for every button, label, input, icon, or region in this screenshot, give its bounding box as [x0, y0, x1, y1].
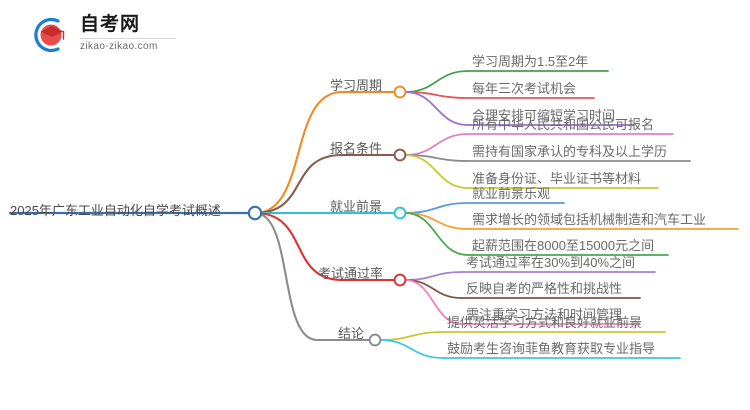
branch-node-0[interactable]	[393, 85, 407, 99]
leaf-edge-3-1	[404, 279, 463, 299]
mindmap-edges	[8, 70, 739, 359]
brand-name-cn: 自考网	[80, 14, 141, 35]
branch-node-2[interactable]	[393, 206, 407, 220]
brand-url: zikao-zikao.com	[80, 41, 158, 52]
branch-node-4[interactable]	[368, 333, 382, 347]
leaf-label-0-0[interactable]: 学习周期为1.5至2年	[472, 54, 589, 69]
leaf-label-2-2[interactable]: 起薪范围在8000至15000元之间	[472, 238, 655, 253]
leaf-label-1-2[interactable]: 准备身份证、毕业证书等材料	[472, 171, 642, 186]
root-node-label[interactable]: 2025年广东工业自动化自学考试概述	[10, 203, 221, 218]
graduation-cap-in-circle-icon	[28, 14, 70, 56]
site-logo[interactable]: 自考网 zikao-zikao.com	[28, 12, 188, 58]
mindmap-nodes	[247, 85, 407, 347]
leaf-label-3-1[interactable]: 反映自考的严格性和挑战性	[466, 281, 623, 296]
branch-label-1[interactable]: 报名条件	[330, 141, 383, 156]
branch-edge-1	[253, 153, 344, 215]
branch-edge-4	[253, 211, 319, 342]
leaf-label-2-0[interactable]: 就业前景乐观	[472, 186, 551, 201]
branch-node-1[interactable]	[393, 148, 407, 162]
leaf-label-3-0[interactable]: 考试通过率在30%到40%之间	[466, 255, 636, 270]
leaf-edge-3-2	[404, 279, 463, 325]
branch-edge-3	[253, 211, 344, 282]
branch-label-2[interactable]: 就业前景	[330, 199, 383, 214]
leaf-label-3-2[interactable]: 需注重学习方法和时间管理	[466, 307, 623, 322]
leaf-edge-4-0	[379, 331, 444, 341]
leaf-edge-2-2	[404, 212, 469, 256]
leaf-label-4-1[interactable]: 鼓励考生咨询菲鱼教育获取专业指导	[447, 341, 656, 356]
leaf-edge-4-1	[379, 339, 444, 359]
brand-divider	[80, 38, 176, 39]
leaf-edge-0-0	[404, 70, 469, 93]
leaf-edge-1-2	[404, 154, 469, 189]
branch-label-4[interactable]: 结论	[338, 326, 365, 341]
branch-label-3[interactable]: 考试通过率	[318, 266, 384, 281]
leaf-label-4-0[interactable]: 提供灵活学习方式和良好就业前景	[447, 315, 643, 330]
leaf-label-2-1[interactable]: 需求增长的领域包括机械制造和汽车工业	[472, 212, 707, 227]
leaf-edge-3-0	[404, 271, 463, 281]
branch-edge-0	[253, 90, 344, 215]
leaf-label-0-2[interactable]: 合理安排可缩短学习时间	[472, 108, 616, 123]
leaf-label-0-1[interactable]: 每年三次考试机会	[472, 81, 577, 96]
leaf-label-1-0[interactable]: 所有中华人民共和国公民可报名	[472, 117, 655, 132]
leaf-label-1-1[interactable]: 需持有国家承认的专科及以上学历	[472, 144, 668, 159]
leaf-edge-0-2	[404, 91, 469, 126]
root-node[interactable]	[247, 205, 263, 221]
branch-node-3[interactable]	[393, 273, 407, 287]
leaf-edge-2-0	[404, 202, 469, 214]
branch-label-0[interactable]: 学习周期	[330, 78, 383, 93]
leaf-edge-1-0	[404, 133, 469, 156]
